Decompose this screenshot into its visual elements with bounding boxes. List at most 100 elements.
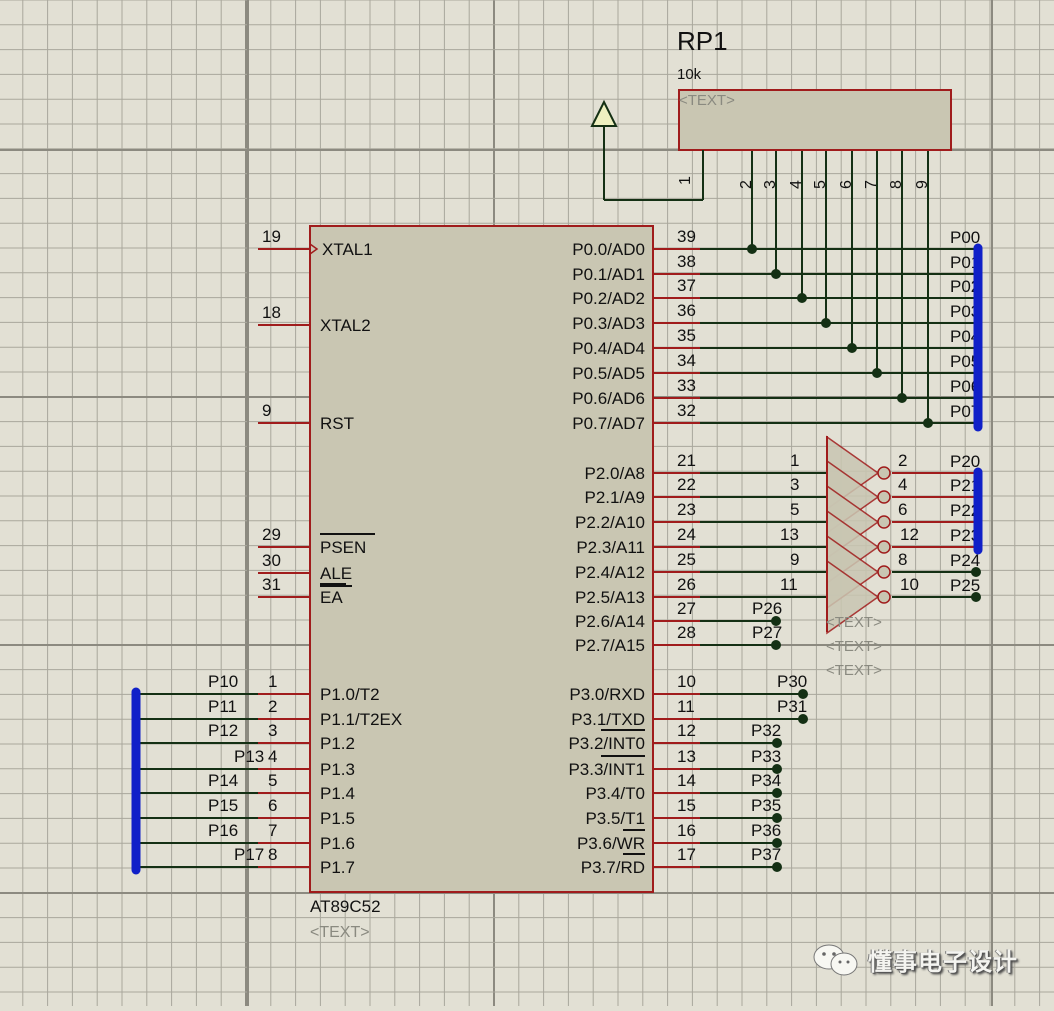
pin-name: P3.5/T1 — [585, 809, 645, 828]
pin-number: 23 — [677, 500, 696, 519]
parts: AT89C52<TEXT>19XTAL118XTAL29RST29PSEN30A… — [131, 26, 983, 941]
pin-name: P0.7/AD7 — [572, 414, 645, 433]
rp-pin-number: 6 — [838, 180, 855, 189]
rp-text-placeholder: <TEXT> — [679, 92, 735, 109]
pin-number: 33 — [677, 376, 696, 395]
pin-number: 27 — [677, 599, 696, 618]
clock-pin-icon — [309, 243, 319, 255]
inverter-bubble-icon — [877, 590, 891, 604]
pin-number: 29 — [262, 525, 281, 544]
rp-pin-number: 7 — [863, 180, 880, 189]
inverter-pin-number: 2 — [898, 451, 907, 470]
inverter-pin-number: 9 — [790, 550, 799, 569]
net-label: P15 — [208, 796, 238, 815]
pin-number: 14 — [677, 771, 696, 790]
pin-name: XTAL2 — [320, 316, 371, 335]
inverter-text-placeholder: <TEXT> — [826, 662, 882, 679]
junction-dot — [872, 368, 882, 378]
net-label: P31 — [777, 697, 807, 716]
pin-number: 11 — [677, 697, 695, 716]
net-label: P37 — [751, 845, 781, 864]
net-label: P32 — [751, 721, 781, 740]
rp-pin-number: 2 — [738, 180, 755, 189]
net-label: P04 — [950, 327, 980, 346]
inverter-pin-number: 3 — [790, 475, 799, 494]
junction-dot — [772, 764, 782, 774]
pin-name: PSEN — [320, 538, 366, 557]
rp-pin-number: 8 — [888, 180, 905, 189]
net-label: P03 — [950, 302, 980, 321]
inverter-bubble-icon — [877, 466, 891, 480]
net-label: P34 — [751, 771, 781, 790]
wechat-icon — [813, 944, 858, 975]
junction-dot — [772, 788, 782, 798]
pin-number: 21 — [677, 451, 696, 470]
pin-name: P2.3/A11 — [576, 538, 645, 557]
net-label: P06 — [950, 377, 980, 396]
pin-name: P0.0/AD0 — [572, 240, 645, 259]
rp-value-label: 10k — [677, 66, 702, 83]
mcu-text-placeholder: <TEXT> — [310, 924, 370, 941]
inverter-pin-number: 4 — [898, 475, 907, 494]
inverter-pin-number: 10 — [900, 575, 919, 594]
resistor-pack-body[interactable] — [678, 89, 952, 151]
pin-name: P2.5/A13 — [575, 588, 645, 607]
net-label: P13 — [234, 747, 264, 766]
pin-number: 32 — [677, 401, 696, 420]
junction-dot — [798, 689, 808, 699]
rp-pin-number: 3 — [762, 180, 779, 189]
pin-name: EA — [320, 588, 343, 607]
net-label: P27 — [752, 623, 782, 642]
pin-number: 38 — [677, 252, 696, 271]
net-label: P23 — [950, 526, 980, 545]
net-label: P00 — [950, 228, 980, 247]
net-label: P21 — [950, 476, 980, 495]
net-label: P33 — [751, 747, 781, 766]
power-terminal-icon — [590, 99, 618, 127]
pin-name: P2.7/A15 — [575, 636, 645, 655]
junction-dot — [923, 418, 933, 428]
mcu-body[interactable] — [309, 225, 654, 893]
inverter-bubble-icon — [877, 540, 891, 554]
inverter-pin-number: 13 — [780, 525, 799, 544]
net-label: P12 — [208, 721, 238, 740]
pin-name: P2.1/A9 — [585, 488, 646, 507]
rp-pin-number: 1 — [677, 176, 694, 185]
pin-name: P3.2/INT0 — [568, 734, 645, 753]
net-label: P07 — [950, 402, 980, 421]
net-label: P30 — [777, 672, 807, 691]
pin-number: 1 — [268, 672, 277, 691]
junction-dot — [747, 244, 757, 254]
junction-dot — [771, 616, 781, 626]
pin-number: 13 — [677, 747, 696, 766]
net-label: P35 — [751, 796, 781, 815]
inverter-text-placeholder: <TEXT> — [826, 614, 882, 631]
net-label: P14 — [208, 771, 238, 790]
junction-dot — [798, 714, 808, 724]
inverter-pin-number: 8 — [898, 550, 907, 569]
net-label: P01 — [950, 253, 980, 272]
pin-name: P0.2/AD2 — [572, 289, 645, 308]
junction-dot — [772, 738, 782, 748]
net-label: P02 — [950, 277, 980, 296]
pin-number: 19 — [262, 227, 281, 246]
inverter-pin-number: 12 — [900, 525, 919, 544]
pin-name: P1.4 — [320, 784, 355, 803]
junction-dot — [897, 393, 907, 403]
junction-dot — [847, 343, 857, 353]
pin-number: 2 — [268, 697, 277, 716]
net-label: P36 — [751, 821, 781, 840]
pin-number: 37 — [677, 276, 696, 295]
pin-name: P0.4/AD4 — [572, 339, 645, 358]
inverter-bubble-icon — [877, 565, 891, 579]
pin-number: 8 — [268, 845, 277, 864]
pin-number: 4 — [268, 747, 277, 766]
inverter-bubble-icon — [877, 490, 891, 504]
junction-dot — [772, 862, 782, 872]
pin-name: P3.3/INT1 — [568, 760, 645, 779]
pin-name: P1.3 — [320, 760, 355, 779]
junction-dot — [772, 813, 782, 823]
net-label: P25 — [950, 576, 980, 595]
